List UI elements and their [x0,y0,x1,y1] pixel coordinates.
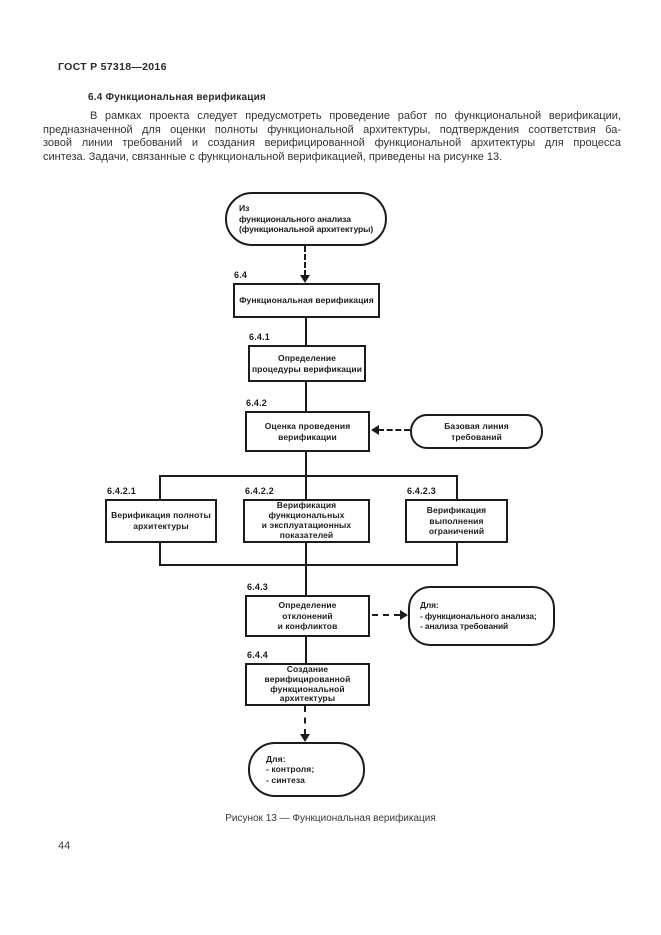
connector-baseline-to-642 [378,429,410,431]
flow-node-6-4: Функциональная верификация [233,283,380,318]
flow-node-6-4-1: Определение процедуры верификации [248,345,366,382]
paragraph-line: зовой линии требований и создания верифи… [43,137,621,150]
flow-node-source: Из функционального анализа (функциональн… [225,192,387,246]
connector-64-to-641 [305,318,307,346]
paragraph-line: синтеза. Задачи, связанные с функциональ… [43,150,503,163]
branch-drop-center [305,475,307,499]
paragraph-line: предназначенной для оценки полноты функц… [43,123,621,136]
page-number: 44 [58,840,71,852]
connector-644-to-control [304,706,306,735]
flow-node-6-4-4: Создание верифицированной функциональной… [245,663,370,706]
task-number-6-4-2-2: 6.4.2.2 [245,486,274,496]
branch-top-line [159,475,458,477]
arrowhead-down-icon [300,734,310,742]
flow-node-6-4-2-2: Верификация функциональных и эксплуатаци… [243,499,370,543]
section-paragraph: В рамках проекта следует предусмотреть п… [43,110,621,164]
task-number-6-4-2-1: 6.4.2.1 [107,486,136,496]
flow-node-6-4-2-3: Верификация выполнения ограничений [405,499,508,543]
paragraph-line: В рамках проекта следует предусмотреть п… [90,110,621,122]
branch-bottom-line [159,564,458,566]
branch-drop-right [456,475,458,499]
connector-642-to-branch [305,452,307,476]
merge-drop-left [159,543,161,566]
flow-node-to-analysis: Для: - функционального анализа; - анализ… [408,586,555,646]
task-number-6-4-2-3: 6.4.2.3 [407,486,436,496]
flow-node-to-control: Для: - контроля; - синтеза [248,742,365,797]
arrowhead-down-icon [300,275,310,283]
arrowhead-left-icon [371,425,379,435]
flow-node-6-4-2: Оценка проведения верификации [245,411,370,452]
flow-node-6-4-2-1: Верификация полноты архитектуры [105,499,217,543]
task-number-6-4-1: 6.4.1 [249,332,271,342]
document-header: ГОСТ Р 57318—2016 [58,61,167,73]
task-number-6-4-2: 6.4.2 [246,398,268,408]
flow-node-6-4-3: Определение отклонений и конфликтов [245,595,370,637]
flow-node-baseline: Базовая линия требований [410,414,543,449]
task-number-6-4-4: 6.4.4 [247,650,269,660]
section-heading: 6.4 Функциональная верификация [88,92,266,103]
connector-641-to-642 [305,382,307,411]
connector-643-to-644 [305,637,307,663]
branch-drop-left [159,475,161,499]
figure-caption: Рисунок 13 — Функциональная верификация [225,813,436,824]
task-number-6-4: 6.4 [234,270,248,280]
arrowhead-right-icon [400,610,408,620]
connector-source-to-64 [304,246,306,276]
task-number-6-4-3: 6.4.3 [247,582,269,592]
connector-branch-to-643 [305,564,307,595]
merge-drop-right [456,543,458,566]
connector-643-to-analysis [372,614,400,616]
merge-drop-center [305,543,307,566]
